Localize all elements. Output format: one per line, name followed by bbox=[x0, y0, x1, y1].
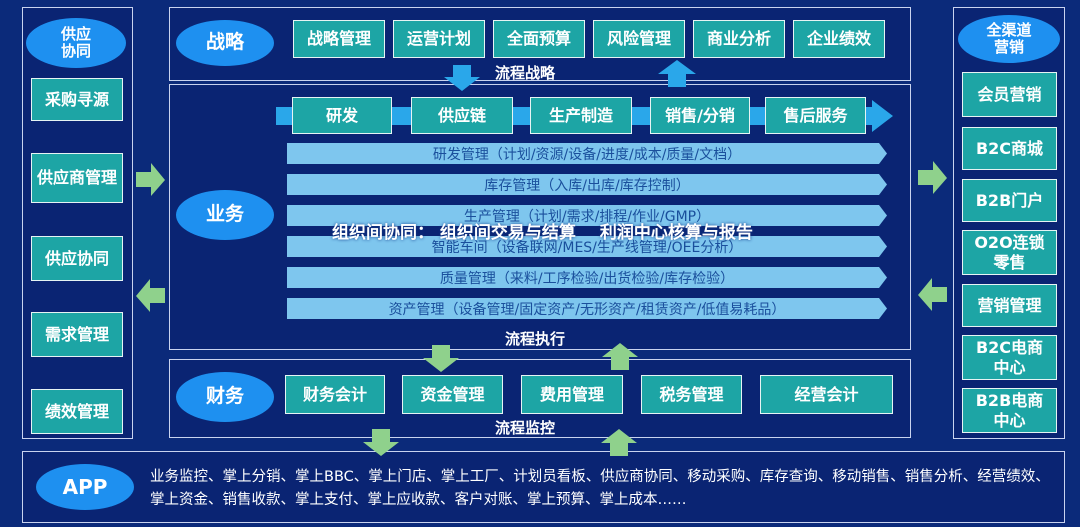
finance-item-fund-mgmt[interactable]: 资金管理 bbox=[402, 375, 503, 414]
band-rd-mgmt[interactable]: 研发管理（计划/资源/设备/进度/成本/质量/文档） bbox=[287, 143, 887, 164]
left-item-demand-mgmt[interactable]: 需求管理 bbox=[31, 312, 123, 357]
supply-collaboration-panel bbox=[22, 7, 133, 439]
band-label: 资产管理（设备管理/固定资产/无形资产/租赁资产/低值易耗品） bbox=[388, 301, 786, 318]
strategy-item-business-analysis[interactable]: 商业分析 bbox=[693, 20, 785, 58]
flow-item-rd[interactable]: 研发 bbox=[292, 97, 392, 134]
right-item-marketing-mgmt[interactable]: 营销管理 bbox=[962, 284, 1057, 327]
right-item-b2b-ecommerce[interactable]: B2B电商 中心 bbox=[962, 388, 1057, 433]
arrow-right-green-right bbox=[918, 161, 947, 194]
band-asset-mgmt[interactable]: 资产管理（设备管理/固定资产/无形资产/租赁资产/低值易耗品） bbox=[287, 298, 887, 319]
band-label: 研发管理（计划/资源/设备/进度/成本/质量/文档） bbox=[432, 146, 742, 163]
finance-item-financial-accounting[interactable]: 财务会计 bbox=[285, 375, 385, 414]
right-item-member-marketing[interactable]: 会员营销 bbox=[962, 72, 1057, 117]
finance-caption: 流程监控 bbox=[495, 419, 556, 437]
band-quality-mgmt[interactable]: 质量管理（来料/工序检验/出货检验/库存检验） bbox=[287, 267, 887, 288]
band-label: 智能车间（设备联网/MES/生产线管理/OEE分析） bbox=[431, 239, 743, 256]
org-collaboration-left: 组织间协同： 组织间交易与结算 bbox=[332, 223, 576, 243]
band-inventory-mgmt[interactable]: 库存管理（入库/出库/库存控制） bbox=[287, 174, 887, 195]
left-item-supplier-mgmt[interactable]: 供应商管理 bbox=[31, 153, 123, 203]
arrow-left-green-right bbox=[918, 278, 947, 311]
right-item-b2c-mall[interactable]: B2C商城 bbox=[962, 127, 1057, 170]
arrow-left-green-left bbox=[136, 279, 165, 312]
flow-item-manufacturing[interactable]: 生产制造 bbox=[530, 97, 632, 134]
left-item-performance[interactable]: 绩效管理 bbox=[31, 389, 123, 434]
strategy-item-strategy-mgmt[interactable]: 战略管理 bbox=[293, 20, 385, 58]
arrow-right-green-left bbox=[136, 163, 165, 196]
band-smart-workshop[interactable]: 智能车间（设备联网/MES/生产线管理/OEE分析） bbox=[287, 236, 887, 257]
finance-item-expense-mgmt[interactable]: 费用管理 bbox=[521, 375, 623, 414]
flow-item-supply-chain[interactable]: 供应链 bbox=[411, 97, 513, 134]
strategy-item-budget[interactable]: 全面预算 bbox=[493, 20, 585, 58]
app-description: 业务监控、掌上分销、掌上BBC、掌上门店、掌上工厂、计划员看板、供应商协同、移动… bbox=[150, 469, 1050, 508]
app-oval: APP bbox=[36, 464, 134, 510]
strategy-oval: 战略 bbox=[176, 20, 274, 66]
arrow-up-green bbox=[602, 343, 638, 370]
band-label: 生产管理（计划/需求/排程/作业/GMP） bbox=[463, 208, 711, 225]
band-label: 质量管理（来料/工序检验/出货检验/库存检验） bbox=[439, 270, 735, 287]
strategy-caption: 流程战略 bbox=[495, 64, 556, 82]
finance-oval: 财务 bbox=[176, 372, 274, 422]
org-collaboration-title: 组织间协同： 组织间交易与结算 利润中心核算与报告 bbox=[332, 218, 753, 243]
org-collaboration-right: 利润中心核算与报告 bbox=[599, 223, 753, 243]
left-item-sourcing[interactable]: 采购寻源 bbox=[31, 78, 123, 121]
flow-item-after-sales[interactable]: 售后服务 bbox=[765, 97, 866, 134]
finance-item-management-accounting[interactable]: 经营会计 bbox=[760, 375, 893, 414]
business-caption: 流程执行 bbox=[505, 330, 566, 348]
omnichannel-oval: 全渠道 营销 bbox=[958, 15, 1060, 63]
right-item-b2b-portal[interactable]: B2B门户 bbox=[962, 179, 1057, 222]
arrow-up-blue bbox=[658, 60, 696, 87]
right-item-b2c-ecommerce[interactable]: B2C电商 中心 bbox=[962, 335, 1057, 380]
arrow-down-green-app bbox=[363, 429, 399, 456]
arrow-down-green bbox=[423, 345, 459, 372]
strategy-item-risk-mgmt[interactable]: 风险管理 bbox=[593, 20, 685, 58]
finance-item-tax-mgmt[interactable]: 税务管理 bbox=[641, 375, 742, 414]
strategy-item-operation-plan[interactable]: 运营计划 bbox=[393, 20, 485, 58]
flow-item-sales[interactable]: 销售/分销 bbox=[650, 97, 750, 134]
app-panel bbox=[22, 451, 1065, 523]
band-production-mgmt[interactable]: 生产管理（计划/需求/排程/作业/GMP） bbox=[287, 205, 887, 226]
business-oval: 业务 bbox=[176, 190, 274, 240]
right-item-o2o-retail[interactable]: O2O连锁 零售 bbox=[962, 230, 1057, 275]
arrow-down-blue bbox=[444, 65, 480, 91]
supply-collaboration-oval: 供应 协同 bbox=[26, 18, 126, 68]
band-label: 库存管理（入库/出库/库存控制） bbox=[484, 177, 690, 194]
left-item-supply-collab[interactable]: 供应协同 bbox=[31, 236, 123, 281]
arrow-up-green-app bbox=[601, 429, 637, 456]
strategy-item-enterprise-performance[interactable]: 企业绩效 bbox=[793, 20, 885, 58]
